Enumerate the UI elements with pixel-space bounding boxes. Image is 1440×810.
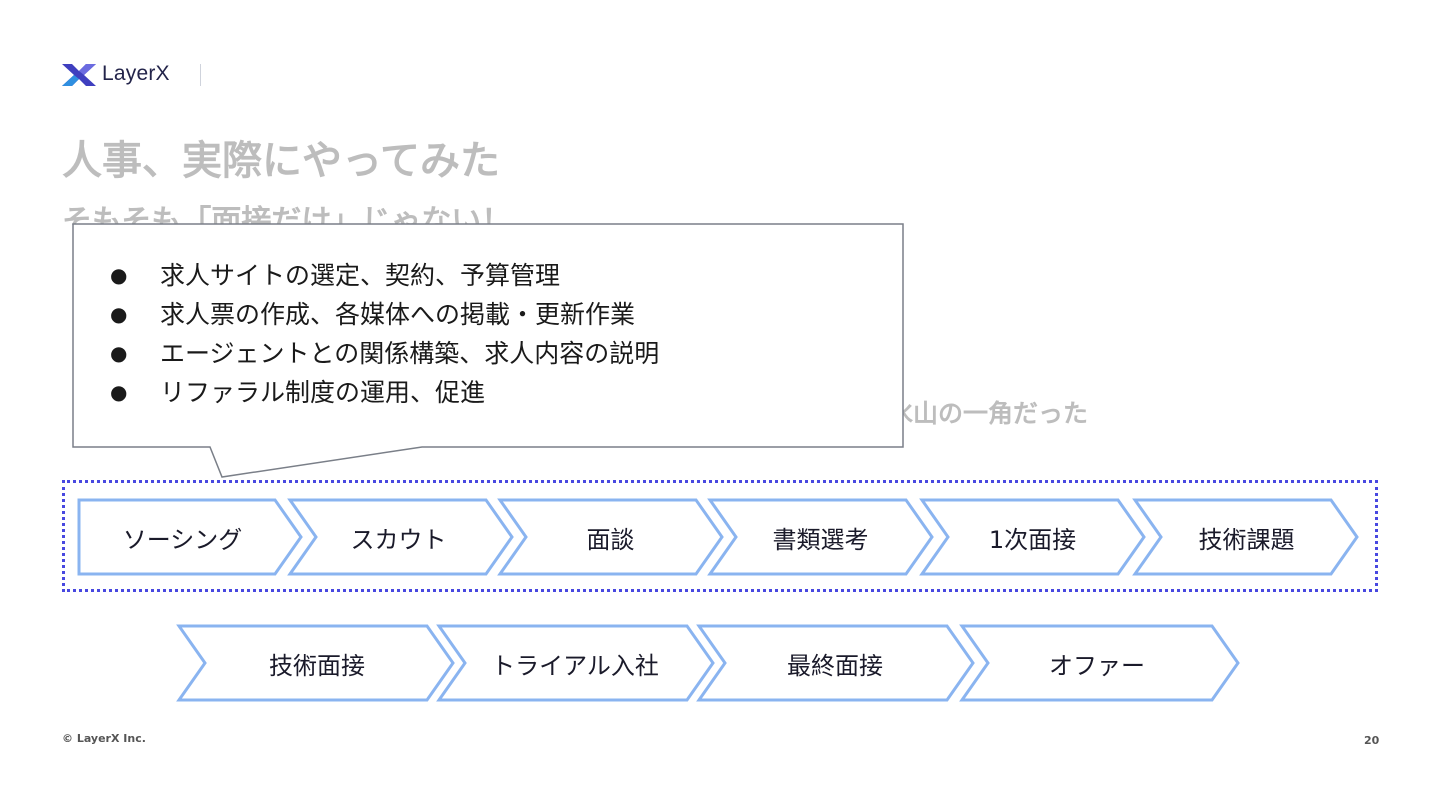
process-chevron <box>1132 498 1359 576</box>
process-step-label: 面談 <box>586 525 635 554</box>
process-step-label: ソーシング <box>122 525 243 554</box>
slide-subtitle: そもそも「面接だけ」じゃない！ <box>62 205 512 225</box>
page-number: 20 <box>1364 734 1380 747</box>
process-chevron <box>176 624 455 702</box>
logo-text: LayerX <box>102 62 170 85</box>
layerx-logo: LayerX <box>62 60 170 88</box>
layerx-logo-icon <box>62 64 96 86</box>
bullet-text: 求人サイトの選定、契約、予算管理 <box>160 261 561 290</box>
bullet-text: 求人票の作成、各媒体への掲載・更新作業 <box>160 300 636 329</box>
callout-bullet-list: ● 求人サイトの選定、契約、予算管理 ● 求人票の作成、各媒体への掲載・更新作業 ●… <box>100 256 659 412</box>
bullet-item: ● 求人票の作成、各媒体への掲載・更新作業 <box>100 295 659 334</box>
process-step-label: 技術面接 <box>269 651 365 680</box>
bullet-dot: ● <box>110 302 128 326</box>
highlight-frame <box>62 480 1378 592</box>
bullet-text: リファラル制度の運用、促進 <box>160 378 486 407</box>
slide-title: 人事、実際にやってみた <box>62 138 500 184</box>
process-chevron <box>707 498 934 576</box>
subtitle-clip: そもそも「面接だけ」じゃない！ <box>62 205 511 225</box>
process-step-label: 書類選考 <box>772 525 869 554</box>
header-divider <box>200 64 201 86</box>
bullet-item: ● 求人サイトの選定、契約、予算管理 <box>100 256 659 295</box>
process-step-label: 最終面接 <box>787 651 883 680</box>
process-step-label: トライアル入社 <box>491 651 659 680</box>
process-chevron <box>436 624 715 702</box>
bullet-dot: ● <box>110 263 128 287</box>
bullet-item: ● リファラル制度の運用、促進 <box>100 373 659 412</box>
process-chevron <box>287 498 514 576</box>
hidden-caption-tail: 氷山の一角だった <box>888 399 1089 428</box>
process-step-label: 技術課題 <box>1198 525 1295 554</box>
process-chevron <box>77 498 303 576</box>
process-step-label: 1次面接 <box>988 525 1077 554</box>
bullet-text: エージェントとの関係構築、求人内容の説明 <box>160 339 660 368</box>
process-step-label: スカウト <box>350 525 447 554</box>
bullet-item: ● エージェントとの関係構築、求人内容の説明 <box>100 334 659 373</box>
copyright: © LayerX Inc. <box>62 732 146 745</box>
process-step-label: オファー <box>1049 651 1145 680</box>
process-chevron <box>696 624 975 702</box>
bullet-dot: ● <box>110 380 128 404</box>
process-chevron <box>497 498 724 576</box>
bullet-dot: ● <box>110 341 128 365</box>
process-chevron <box>919 498 1146 576</box>
process-chevron <box>959 624 1240 702</box>
